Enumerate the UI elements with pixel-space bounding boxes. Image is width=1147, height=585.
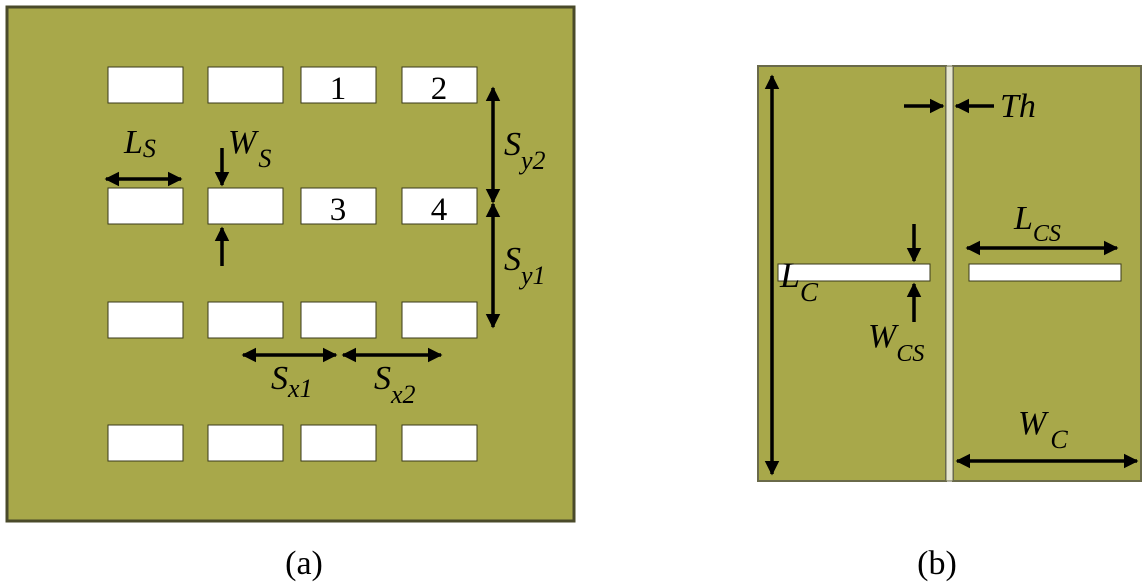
slot [207,66,284,104]
slot-2 [401,66,478,104]
slot-number-3: 3 [330,192,347,228]
slot-right [968,263,1122,282]
slot-1 [300,66,377,104]
sy1-label: Sy1 [504,241,546,290]
wcs-label: WCS [868,318,924,367]
lc-label: LC [779,255,819,307]
sx2-label: Sx2 [374,360,416,409]
board-a [5,5,576,523]
slot [107,187,184,225]
slot-grid [107,66,478,462]
slot-number-1: 1 [330,71,347,107]
sy2-label: Sy2 [504,126,546,175]
slot [107,66,184,104]
slot [300,424,377,462]
panel-a: 1 2 3 4 LS WS Sy2 Sy1 Sx1 Sx2 (a) [5,5,576,582]
slot [401,301,478,339]
sx1-label: Sx1 [271,360,313,403]
slot [300,301,377,339]
lcs-label: LCS [1013,200,1061,247]
slot [107,424,184,462]
slot [401,424,478,462]
ls-label: LS [123,124,156,163]
slot [207,301,284,339]
slot [207,187,284,225]
caption-b: (b) [917,545,957,582]
th-label: Th [1000,88,1036,125]
slot [107,301,184,339]
slot-number-2: 2 [431,71,448,107]
slot-number-4: 4 [431,192,448,228]
slot [207,424,284,462]
slot-4 [401,187,478,225]
slot-3 [300,187,377,225]
ws-label: WS [228,124,271,173]
caption-a: (a) [285,545,323,582]
board-b-gap [945,65,954,482]
